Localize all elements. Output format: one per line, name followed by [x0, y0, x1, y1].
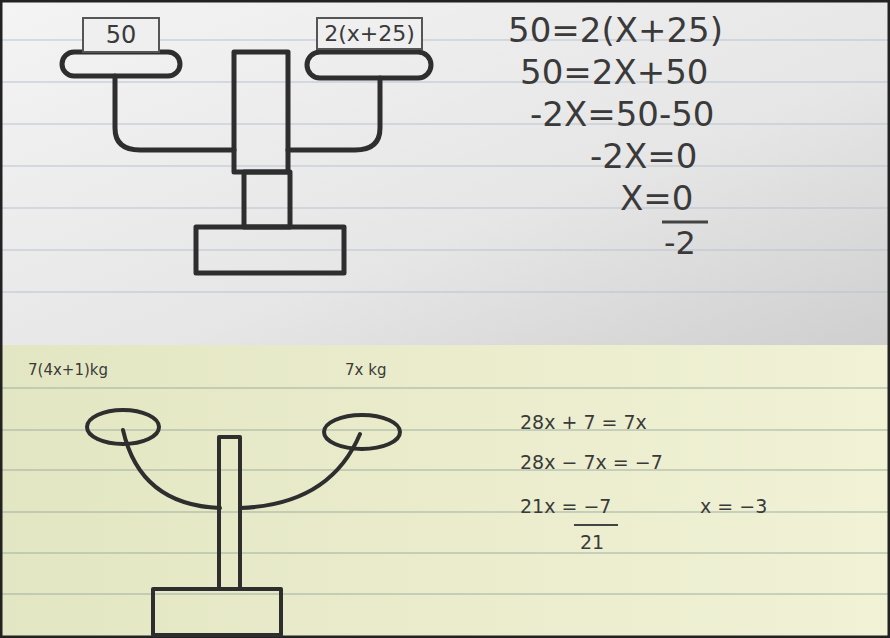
- paper-bottom: [0, 345, 890, 638]
- balance-scale-top: [62, 52, 431, 273]
- equation-step: 21: [580, 532, 604, 553]
- equation-step: 50=2(X+25): [508, 12, 723, 49]
- fraction-bar: [574, 524, 618, 526]
- weight-value: 50: [106, 21, 137, 49]
- equation-step: 21x = −7: [520, 496, 611, 517]
- equation-step: 28x − 7x = −7: [520, 452, 663, 473]
- equation-step: 28x + 7 = 7x: [520, 412, 647, 433]
- equation-step: -2: [664, 226, 696, 261]
- weight-box: 2(x+25): [316, 17, 423, 50]
- weight-value: 2(x+25): [324, 21, 415, 46]
- paper-top: [0, 0, 890, 345]
- equation-step: -2X=0: [590, 138, 697, 175]
- ruled-lines-yellow: [0, 388, 890, 594]
- balance-scale-bottom: [87, 410, 400, 635]
- weight-box: 50: [82, 17, 160, 53]
- fraction-bar: [662, 221, 708, 224]
- equation-step: 50=2X+50: [520, 54, 708, 91]
- pan-label: 7(4x+1)kg: [28, 362, 108, 379]
- ruled-lines: [0, 40, 890, 292]
- equation-step: X=0: [620, 180, 693, 217]
- equation-step: -2X=50-50: [530, 96, 714, 133]
- equation-step: x = −3: [700, 496, 767, 517]
- pan-label: 7x kg: [345, 362, 386, 379]
